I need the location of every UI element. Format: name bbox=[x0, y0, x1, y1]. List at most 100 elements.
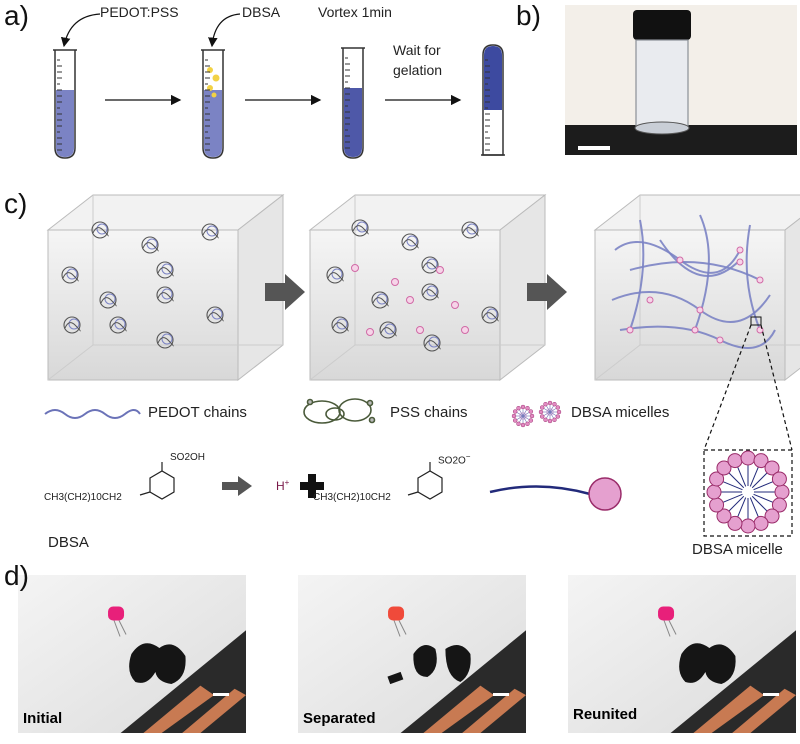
copper-tape bbox=[732, 688, 796, 733]
callout-arrow bbox=[60, 13, 101, 48]
dbsa-micelle-dot bbox=[436, 266, 444, 274]
vial bbox=[635, 39, 689, 129]
copper-tape bbox=[423, 685, 495, 733]
copper-tape bbox=[693, 685, 765, 733]
dbsa-micelle-dot bbox=[451, 301, 459, 309]
formula-dbsa-tail: CH3(CH2)10CH2 bbox=[44, 492, 122, 503]
label-gelation: gelation bbox=[393, 62, 443, 78]
dbsa-micelle-dot bbox=[691, 326, 699, 334]
pedot-pss-coil bbox=[61, 266, 79, 284]
test-tube-3 bbox=[341, 47, 365, 159]
hydrogel bbox=[679, 643, 736, 684]
dbsa-structure bbox=[139, 462, 175, 500]
label-pedot-pss: PEDOT:PSS bbox=[100, 4, 179, 20]
copper-tape bbox=[182, 688, 246, 733]
pedot-fiber bbox=[694, 214, 710, 331]
scale-bar bbox=[493, 693, 509, 696]
cube-with-dbsa bbox=[308, 193, 547, 382]
block-arrow bbox=[527, 274, 567, 310]
pedot-pss-coil bbox=[141, 236, 159, 254]
scale-bar bbox=[578, 146, 610, 150]
panel-a bbox=[53, 13, 505, 159]
panel-label-b: b) bbox=[516, 0, 541, 31]
pedot-pss-coil bbox=[99, 291, 117, 309]
dbsa-micelle-dot bbox=[676, 256, 684, 264]
label-vortex: Vortex 1min bbox=[318, 4, 392, 20]
hydrogel-piece bbox=[445, 645, 471, 682]
plus-icon bbox=[300, 474, 324, 498]
label-dbsa-micelle: DBSA micelle bbox=[692, 541, 783, 558]
pedot-pss-coil bbox=[461, 221, 479, 239]
block-arrow bbox=[265, 274, 305, 310]
cube-gel-network bbox=[593, 194, 800, 382]
test-tube-4 bbox=[481, 44, 505, 156]
vial-cap bbox=[633, 10, 691, 40]
dbsa-anion-structure bbox=[407, 462, 443, 500]
pedot-pss-coil bbox=[156, 261, 174, 279]
photo-label-separated: Separated bbox=[303, 710, 376, 727]
test-tube-1 bbox=[53, 49, 77, 159]
pedot-fiber bbox=[659, 239, 741, 277]
legend-pss-chains: PSS chains bbox=[390, 404, 468, 421]
panel-label-a: a) bbox=[4, 0, 29, 31]
pedot-pss-coil bbox=[481, 306, 499, 324]
legend-pedot-chains: PEDOT chains bbox=[148, 404, 247, 421]
pedot-fiber bbox=[745, 224, 761, 331]
pedot-pss-coil bbox=[206, 306, 224, 324]
scale-bar bbox=[213, 693, 229, 696]
pedot-pss-coil bbox=[331, 316, 349, 334]
pedot-chain-icon bbox=[44, 409, 141, 419]
dbsa-micelle-dot bbox=[626, 326, 634, 334]
dbsa-micelle-dot bbox=[461, 326, 469, 334]
hydrogel bbox=[129, 643, 186, 684]
pedot-pss-coil bbox=[371, 291, 389, 309]
photo-label-reunited: Reunited bbox=[573, 706, 638, 723]
pedot-pss-coil bbox=[109, 316, 127, 334]
formula-anion-tail: CH3(CH2)10CH2 bbox=[313, 492, 391, 503]
pedot-pss-coil bbox=[201, 223, 219, 241]
label-dbsa-add: DBSA bbox=[242, 4, 281, 20]
pss-chain-icon bbox=[303, 398, 376, 424]
pedot-pss-coil bbox=[156, 286, 174, 304]
pedot-pss-coil bbox=[156, 331, 174, 349]
pedot-fiber bbox=[629, 219, 645, 331]
surfactant-icon bbox=[489, 477, 622, 511]
pedot-pss-coil bbox=[423, 334, 441, 352]
dbsa-micelle-dot bbox=[406, 296, 414, 304]
legend-dbsa-micelles: DBSA micelles bbox=[571, 404, 670, 421]
photo-label-initial: Initial bbox=[23, 710, 63, 727]
formula-sulfonic: SO2OH bbox=[170, 452, 206, 463]
circuit-photo bbox=[298, 575, 526, 733]
reaction-arrow bbox=[222, 476, 252, 496]
panel-label-c: c) bbox=[4, 188, 28, 219]
led bbox=[108, 606, 125, 621]
label-dbsa: DBSA bbox=[48, 534, 89, 551]
copper-tape bbox=[462, 688, 526, 733]
micelle-diagram bbox=[706, 450, 790, 534]
dbsa-drop bbox=[212, 74, 220, 82]
copper-tape bbox=[143, 685, 215, 733]
gel bbox=[484, 46, 502, 110]
label-wait: Wait for bbox=[393, 42, 441, 58]
panel-c bbox=[44, 193, 800, 537]
dbsa-micelle-dot bbox=[756, 276, 764, 284]
pedot-fiber bbox=[629, 261, 761, 281]
dbsa-drop bbox=[211, 92, 217, 98]
dbsa-micelle-dot bbox=[736, 246, 744, 254]
pedot-pss-coil bbox=[63, 316, 81, 334]
circuit-photo bbox=[568, 575, 796, 733]
dbsa-micelle-dot bbox=[716, 336, 724, 344]
dbsa-micelle-dot bbox=[696, 306, 704, 314]
led bbox=[388, 606, 405, 621]
cube-pedot-pss bbox=[46, 193, 285, 382]
dbsa-micelle-dot bbox=[366, 328, 374, 336]
pedot-pss-coil bbox=[91, 221, 109, 239]
pedot-pss-coil bbox=[421, 283, 439, 301]
dbsa-micelle-dot bbox=[416, 326, 424, 334]
pedot-pss-coil bbox=[401, 233, 419, 251]
pedot-pss-liquid bbox=[56, 90, 74, 157]
proton: H+ bbox=[276, 478, 290, 493]
panel-d bbox=[18, 575, 796, 733]
